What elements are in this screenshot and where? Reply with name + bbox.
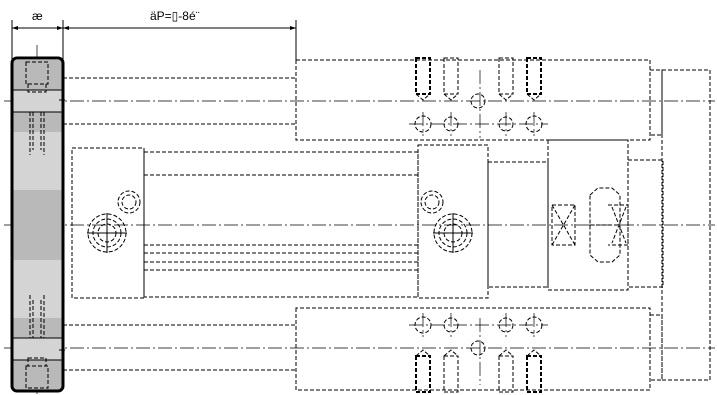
end-plate (10, 56, 65, 393)
rod-end (487, 69, 711, 381)
lower-block (295, 307, 663, 393)
upper-block (295, 57, 663, 141)
cylinder-body (71, 144, 489, 299)
dimension-annotations: æ äP=▯-8é¨ (11, 9, 297, 60)
upper-threaded-holes (415, 57, 542, 101)
dimension-label-stroke: äP=▯-8é¨ (150, 9, 200, 23)
dimension-label-thickness: æ (32, 9, 43, 23)
guide-rods (63, 77, 296, 371)
lower-threaded-holes (415, 349, 542, 393)
